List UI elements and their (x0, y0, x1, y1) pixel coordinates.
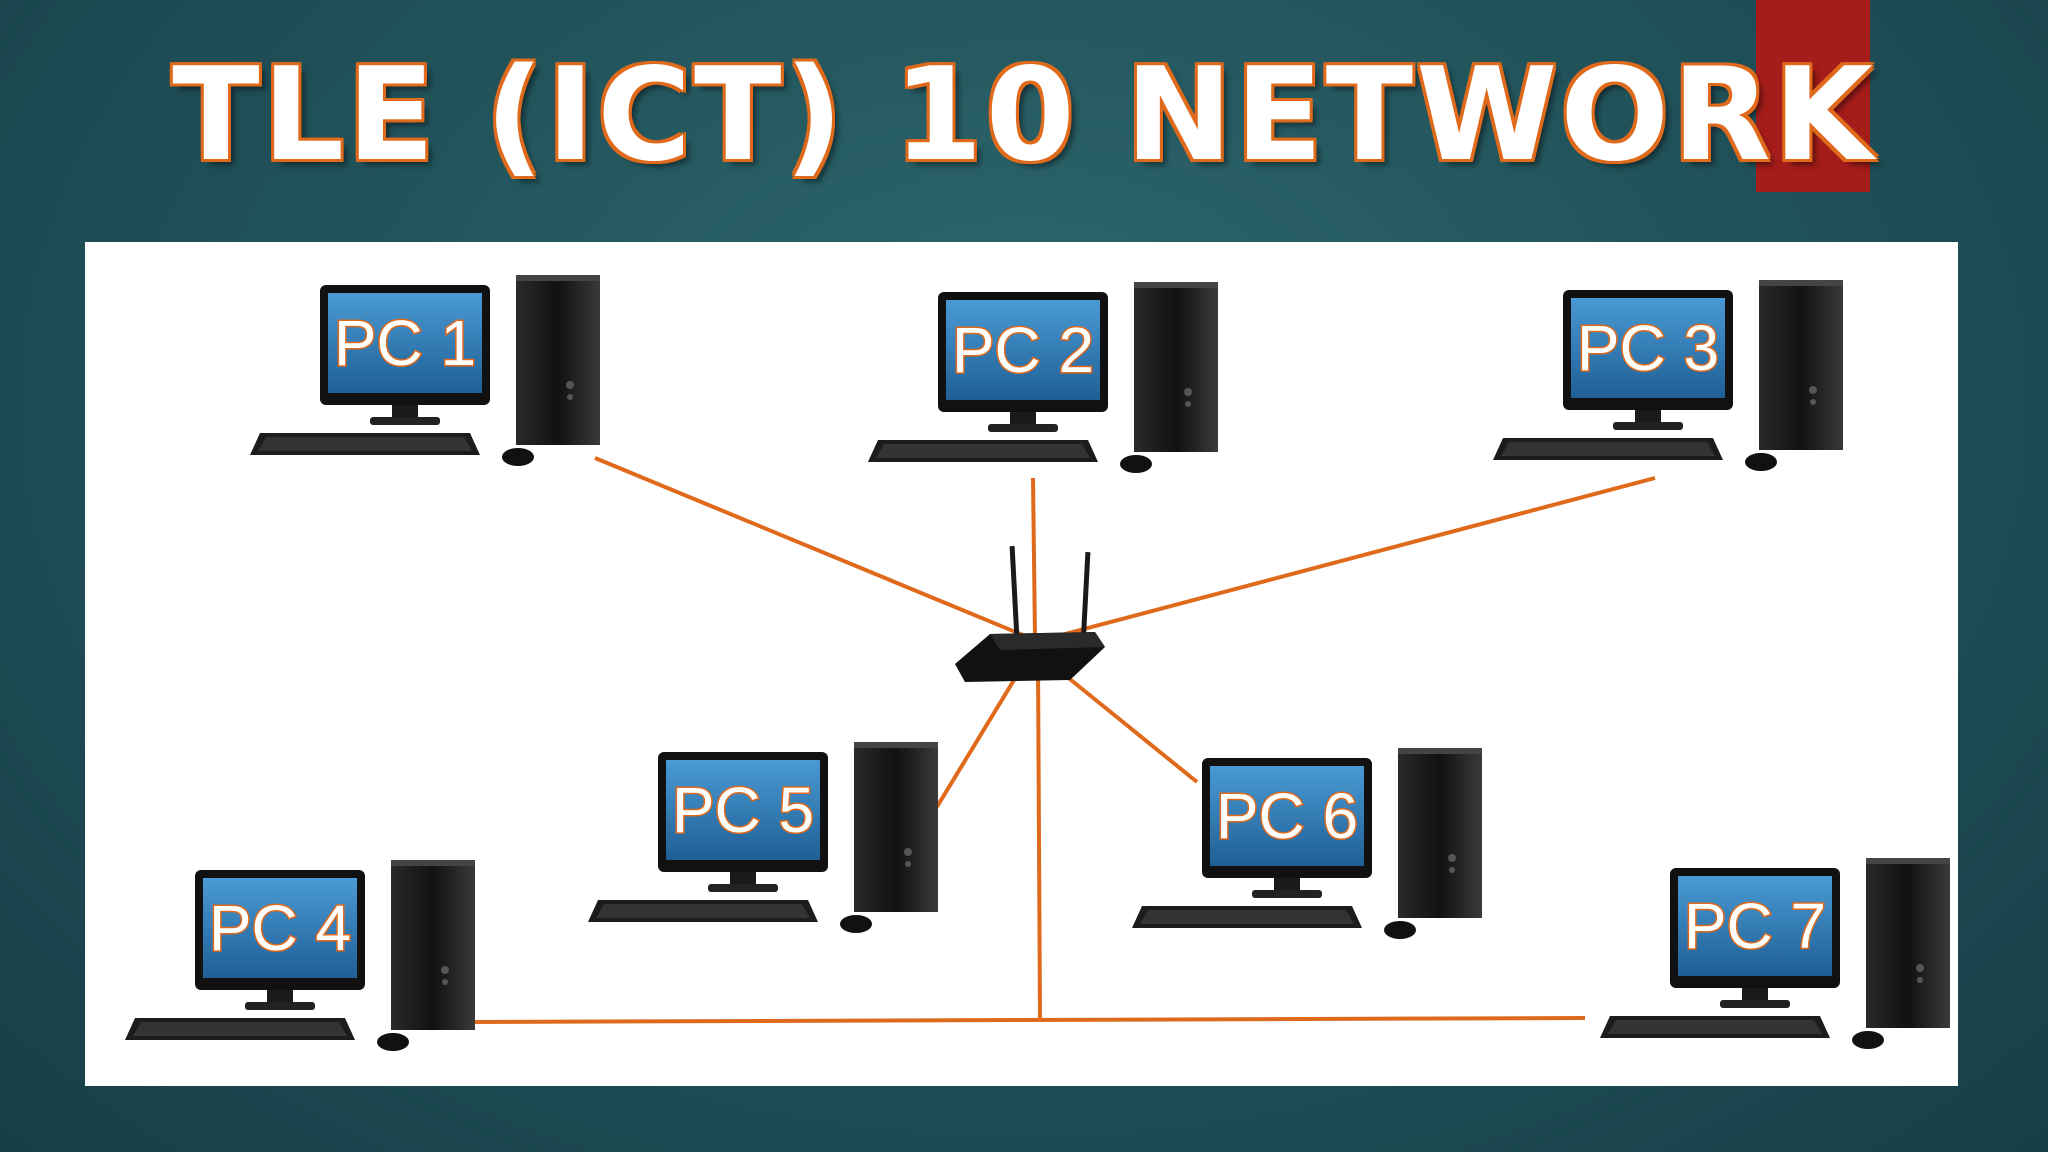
cable-router-bus (1036, 661, 1042, 1021)
slide-title: TLE (ICT) 10 NETWORK (172, 41, 1876, 190)
cable-lines (469, 456, 1656, 1024)
router-icon (955, 545, 1105, 682)
pc-1-label: PC 1 (334, 307, 476, 379)
cable-bus-pc4-pc7 (469, 1016, 1586, 1024)
cable-pc5-router (933, 660, 1027, 812)
pc-7-label: PC 7 (1684, 890, 1826, 962)
network-diagram-panel: PC 1 PC 2 PC 3 PC 4 PC 5 PC 6 PC 7 (85, 242, 1958, 1086)
cable-pc3-router (1049, 476, 1656, 640)
pc-5-label: PC 5 (672, 774, 814, 846)
pc-2-label: PC 2 (952, 314, 1094, 386)
pc-3-label: PC 3 (1577, 312, 1719, 384)
pc-4-label: PC 4 (209, 892, 351, 964)
network-diagram: PC 1 PC 2 PC 3 PC 4 PC 5 PC 6 PC 7 (125, 275, 1950, 1051)
cable-pc2-router (1031, 477, 1037, 639)
cable-pc1-router (594, 456, 1031, 640)
cable-pc6-router (1053, 665, 1199, 784)
corner-accent-shape (1756, 0, 1870, 192)
pc-6-label: PC 6 (1216, 780, 1358, 852)
